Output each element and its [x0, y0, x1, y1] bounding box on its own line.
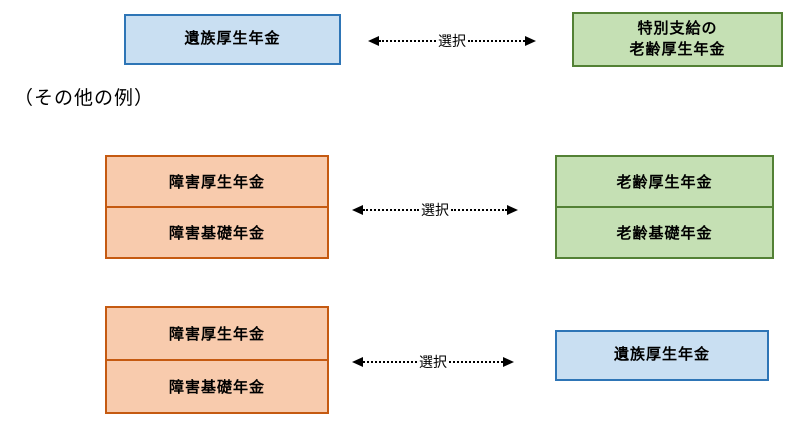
dashed-line	[379, 40, 436, 42]
box-label: 障害厚生年金	[168, 326, 265, 343]
box-label: 遺族厚生年金	[184, 30, 281, 48]
arrowhead-left-icon	[352, 357, 363, 367]
box-label-line2: 老齢厚生年金	[629, 40, 726, 58]
box-disability-basic-pension: 障害基礎年金	[105, 359, 329, 414]
arrowhead-left-icon	[368, 36, 379, 46]
stack-disability-pensions-row3: 障害厚生年金 障害基礎年金	[105, 306, 329, 414]
selection-arrow-row1: 選択	[368, 31, 536, 51]
arrowhead-left-icon	[352, 205, 363, 215]
arrowhead-right-icon	[507, 205, 518, 215]
box-disability-welfare-pension: 障害厚生年金	[105, 306, 329, 361]
box-label: 障害基礎年金	[168, 225, 265, 242]
box-label: 老齢基礎年金	[616, 225, 713, 242]
box-label: 障害厚生年金	[168, 174, 265, 191]
box-old-age-welfare-pension: 老齢厚生年金	[555, 155, 774, 208]
dashed-line	[363, 209, 419, 211]
arrowhead-right-icon	[525, 36, 536, 46]
box-old-age-basic-pension: 老齢基礎年金	[555, 206, 774, 259]
box-disability-basic-pension: 障害基礎年金	[105, 206, 329, 259]
box-survivor-welfare-pension-bottom: 遺族厚生年金	[555, 330, 769, 381]
box-label-line1: 特別支給の	[637, 20, 718, 38]
box-label: 障害基礎年金	[168, 379, 265, 396]
dashed-line	[451, 209, 507, 211]
box-survivor-welfare-pension-top: 遺族厚生年金	[124, 14, 341, 65]
stack-old-age-pensions-row2: 老齢厚生年金 老齢基礎年金	[555, 155, 774, 259]
arrowhead-right-icon	[503, 357, 514, 367]
box-label: 老齢厚生年金	[616, 174, 713, 191]
box-label: 遺族厚生年金	[613, 346, 710, 364]
arrow-label: 選択	[438, 33, 466, 49]
dashed-line	[449, 361, 503, 363]
box-disability-welfare-pension: 障害厚生年金	[105, 155, 329, 208]
box-special-old-age-welfare-pension: 特別支給の 老齢厚生年金	[572, 12, 783, 67]
arrow-label: 選択	[419, 354, 447, 370]
stack-disability-pensions-row2: 障害厚生年金 障害基礎年金	[105, 155, 329, 259]
dashed-line	[363, 361, 417, 363]
arrow-label: 選択	[421, 202, 449, 218]
section-label-other-examples: （その他の例）	[14, 88, 155, 109]
selection-arrow-row3: 選択	[352, 352, 514, 372]
selection-arrow-row2: 選択	[352, 200, 518, 220]
dashed-line	[468, 40, 525, 42]
